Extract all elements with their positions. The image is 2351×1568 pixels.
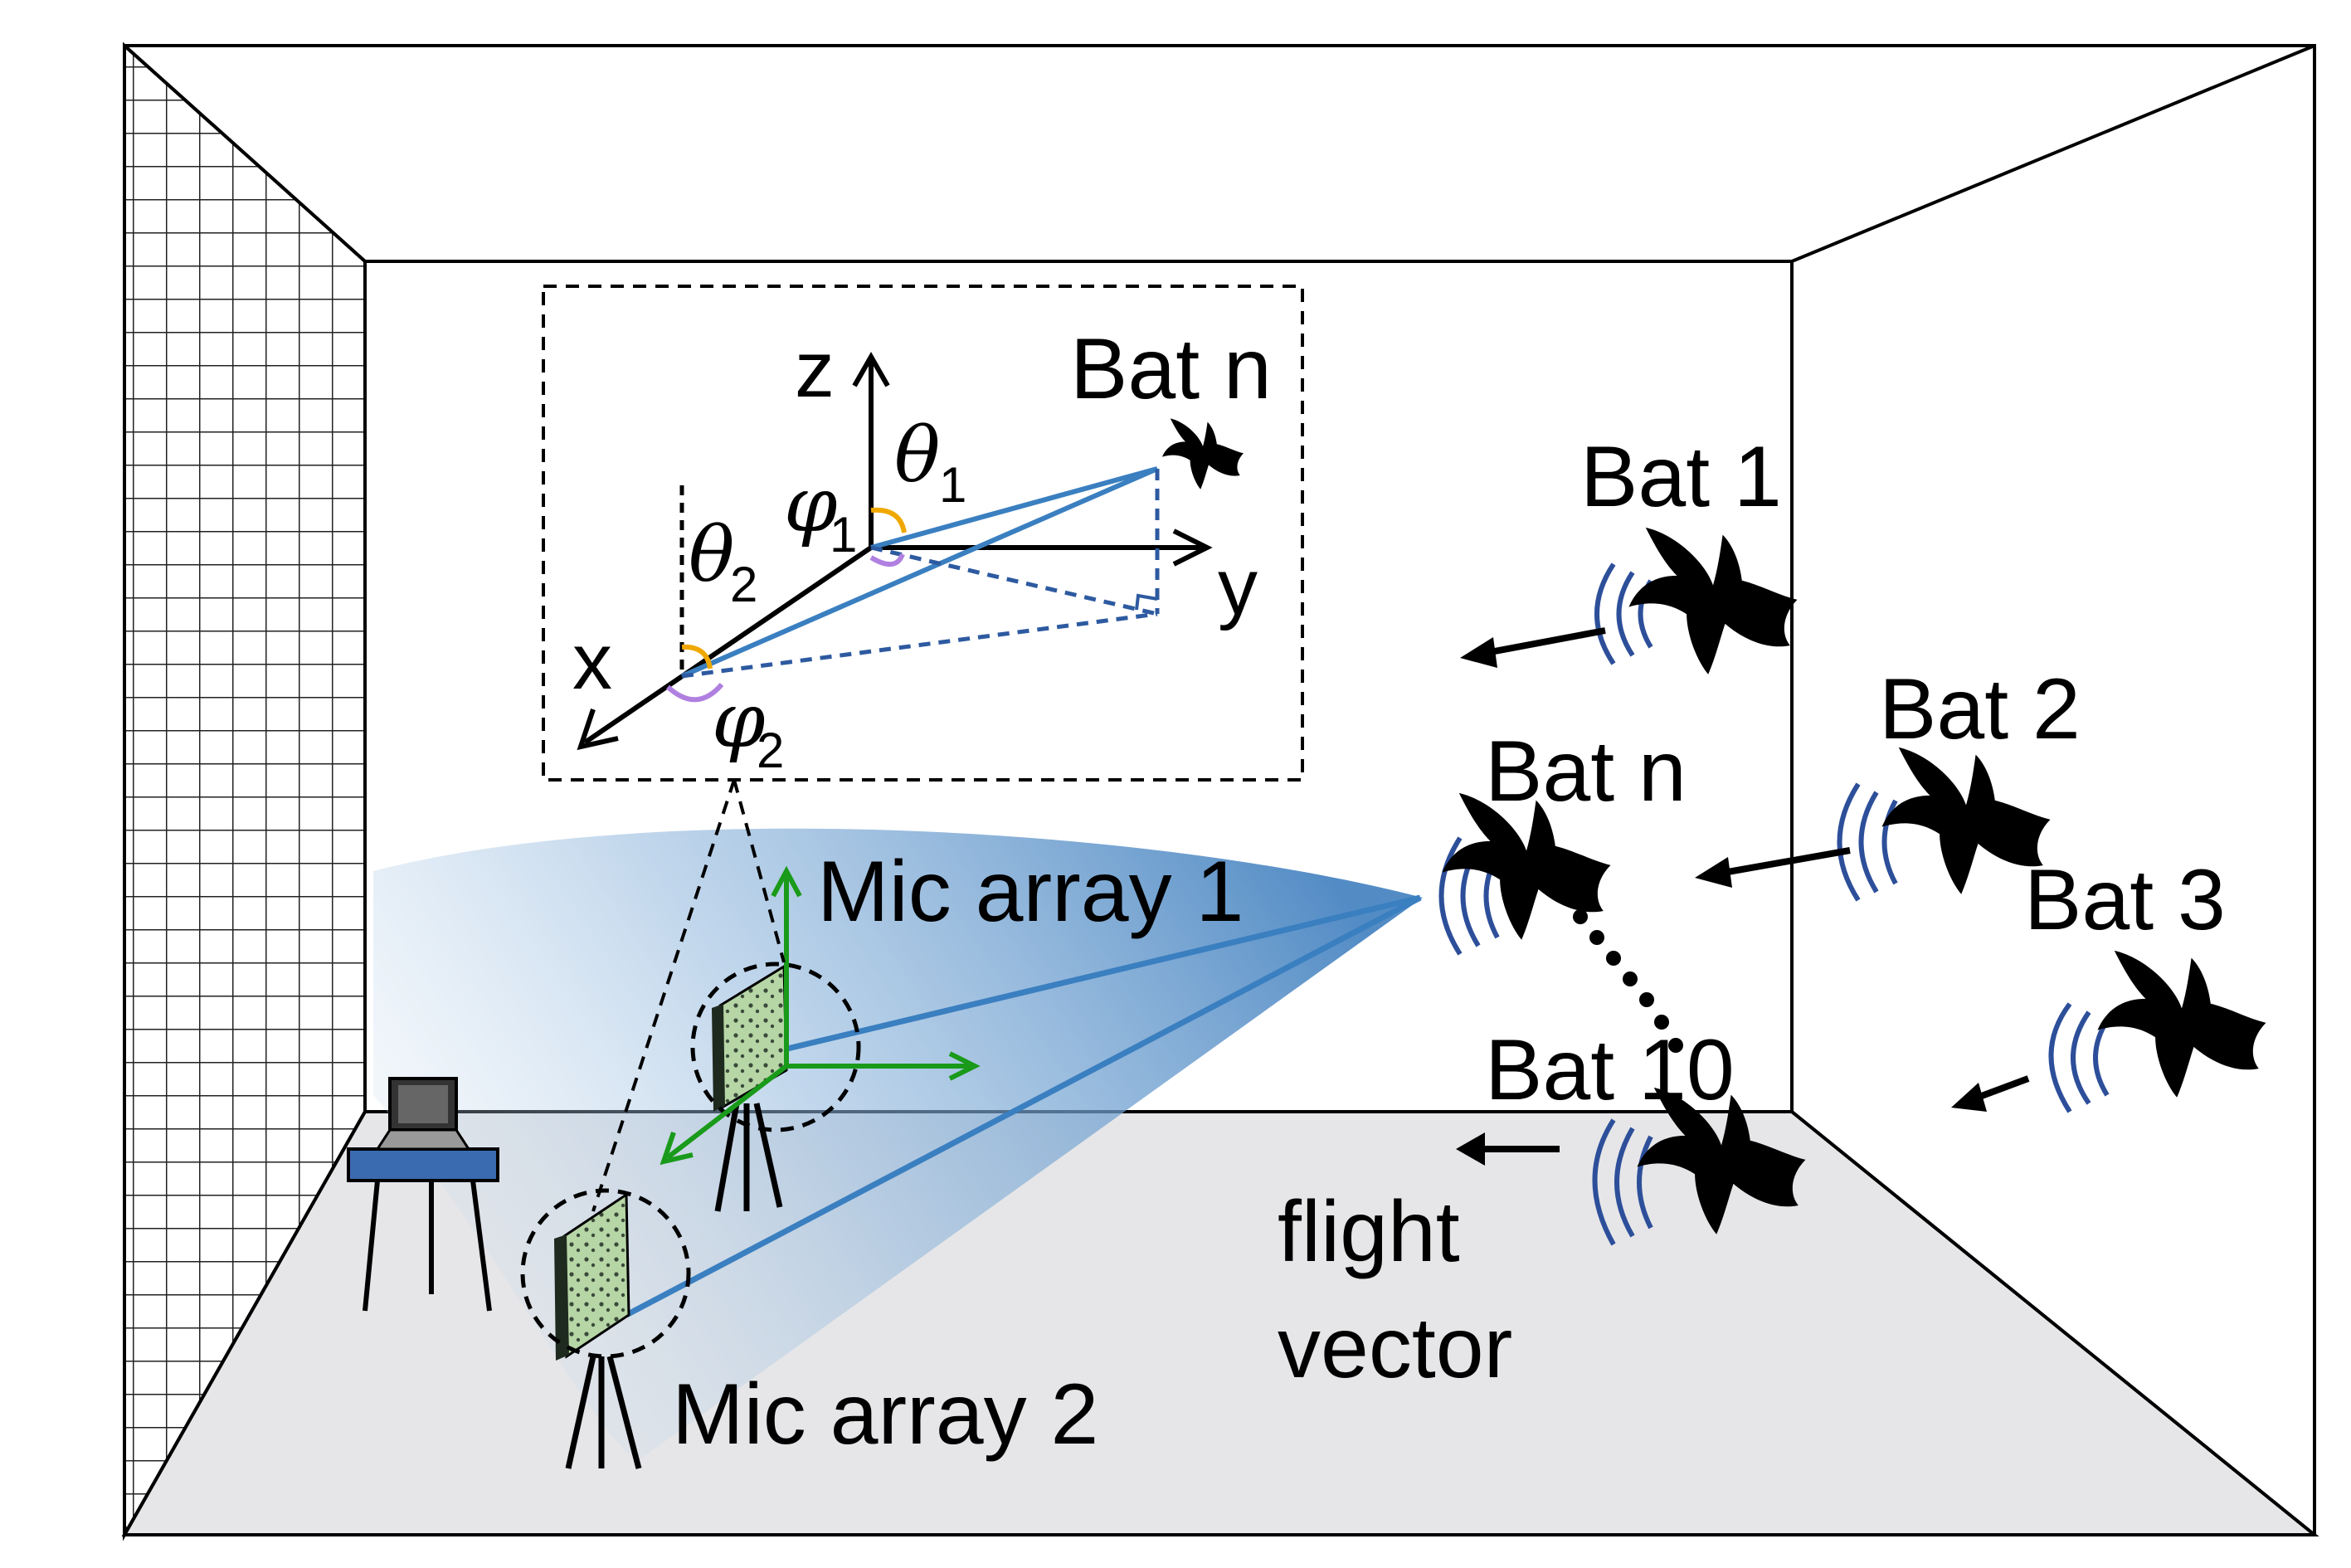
bat-1 bbox=[1460, 527, 1798, 674]
theta-1-label: θ 1 bbox=[894, 411, 966, 513]
bat-2-flight-arrow bbox=[1695, 847, 1851, 888]
svg-text:θ: θ bbox=[689, 510, 734, 599]
bat-10-flight-arrow bbox=[1456, 1132, 1560, 1166]
bat-10-label: Bat 10 bbox=[1485, 1022, 1735, 1118]
bat-2-label: Bat 2 bbox=[1879, 661, 2081, 757]
bat-1-flight-arrow bbox=[1460, 627, 1606, 668]
mic-array-1-axes bbox=[660, 865, 981, 1166]
mic-array-2-label: Mic array 2 bbox=[672, 1366, 1098, 1463]
inset-bat-n-label: Bat n bbox=[1070, 321, 1272, 417]
svg-text:1: 1 bbox=[939, 457, 966, 513]
flight-vector-label-line1: flight bbox=[1278, 1184, 1460, 1280]
svg-text:2: 2 bbox=[730, 557, 757, 612]
bat-3-flight-arrow bbox=[1951, 1075, 2030, 1112]
bat-1-icon bbox=[1628, 527, 1798, 674]
bat-2-sound-waves-icon bbox=[1837, 782, 1898, 902]
flight-vector-label-line2: vector bbox=[1278, 1300, 1512, 1396]
acoustic-beam bbox=[373, 828, 1423, 1460]
bat-3 bbox=[1951, 950, 2266, 1113]
bat-3-sound-waves-icon bbox=[2048, 1002, 2110, 1113]
bat-3-label: Bat 3 bbox=[2024, 852, 2226, 948]
bat-1-sound-waves-icon bbox=[1594, 562, 1653, 665]
ellipsis-dots bbox=[1573, 909, 1683, 1053]
svg-text:φ: φ bbox=[784, 460, 838, 549]
beam-lines bbox=[625, 894, 1422, 1318]
mic-array-1-label: Mic array 1 bbox=[817, 844, 1244, 940]
bat-n bbox=[1438, 792, 1611, 956]
mic-array-2 bbox=[520, 1188, 691, 1469]
inset-connector bbox=[591, 779, 786, 1212]
bat-10 bbox=[1456, 1087, 1806, 1246]
x-axis-label: x bbox=[572, 617, 612, 706]
bat-10-sound-waves-icon bbox=[1592, 1118, 1653, 1246]
laptop-table bbox=[347, 1077, 499, 1312]
svg-text:θ: θ bbox=[894, 411, 940, 499]
svg-text:2: 2 bbox=[757, 723, 784, 778]
svg-text:φ: φ bbox=[712, 676, 766, 765]
svg-text:1: 1 bbox=[830, 507, 857, 562]
bat-1-label: Bat 1 bbox=[1580, 429, 1782, 525]
z-axis-label: z bbox=[795, 325, 835, 414]
y-axis-label: y bbox=[1218, 543, 1258, 631]
phi-2-label: φ 2 bbox=[712, 676, 784, 778]
theta-2-label: θ 2 bbox=[689, 510, 757, 612]
bat-3-icon bbox=[2097, 950, 2266, 1098]
bat-n-label: Bat n bbox=[1485, 723, 1687, 820]
mic-array-1 bbox=[660, 865, 981, 1212]
inset-geometry bbox=[577, 351, 1244, 751]
phi-1-label: φ 1 bbox=[784, 460, 857, 562]
bat-2 bbox=[1695, 747, 2051, 902]
